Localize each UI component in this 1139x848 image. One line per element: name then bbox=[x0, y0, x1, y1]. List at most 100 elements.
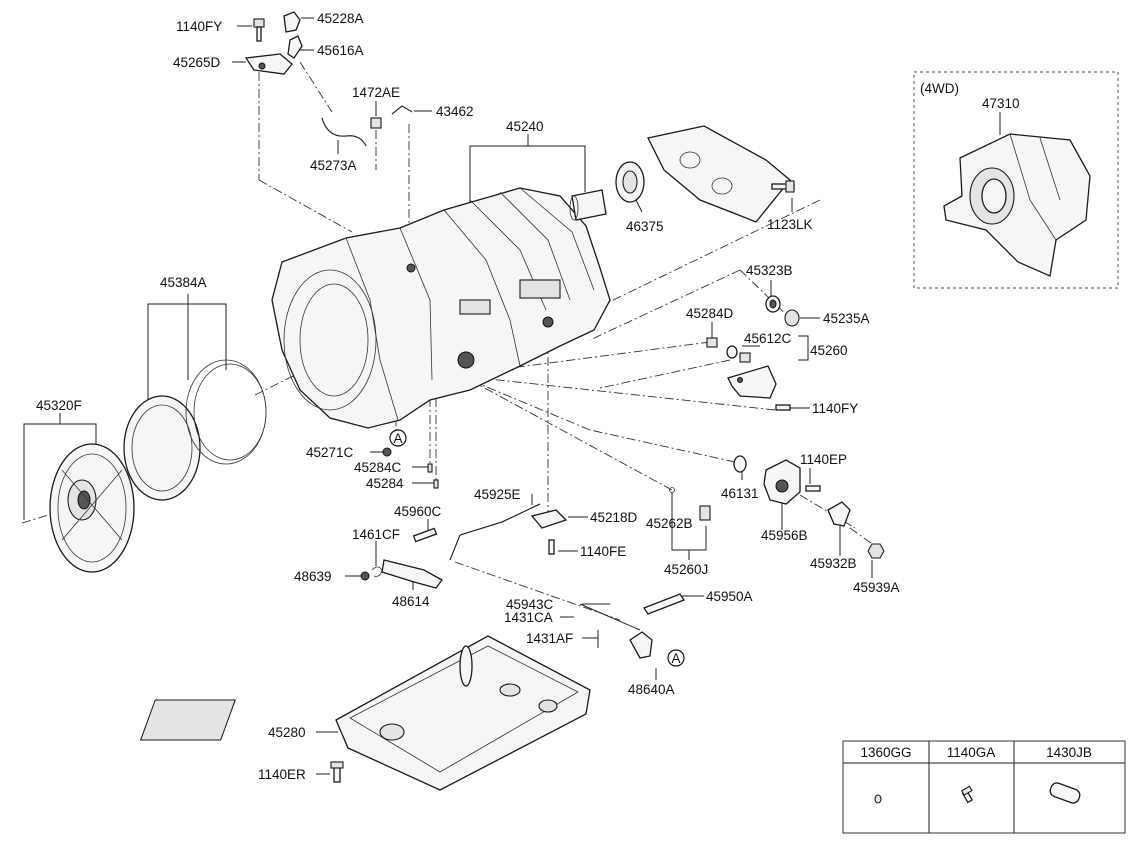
label-45284c: 45284C bbox=[354, 460, 402, 475]
plug-45260j-icon bbox=[699, 505, 711, 521]
plate-45950a-icon bbox=[643, 593, 685, 615]
label-45240: 45240 bbox=[506, 119, 544, 134]
label-46131: 46131 bbox=[721, 486, 759, 501]
label-45218d: 45218D bbox=[590, 510, 638, 525]
label-1431af: 1431AF bbox=[526, 631, 573, 646]
part-labels: 1140FY 45228A 45616A 45265D 1472AE 43462… bbox=[36, 11, 1020, 782]
table-header-1430jb: 1430JB bbox=[1046, 745, 1092, 760]
label-45384a: 45384A bbox=[160, 275, 207, 290]
awd-frame bbox=[913, 71, 1119, 289]
torque-converter-45320f-icon bbox=[49, 443, 135, 573]
washer-45323b-icon bbox=[765, 295, 781, 313]
label-45612c: 45612C bbox=[744, 331, 792, 346]
label-45939a: 45939A bbox=[853, 580, 900, 595]
label-45280: 45280 bbox=[268, 725, 306, 740]
sleeve-45240-icon bbox=[569, 189, 607, 221]
label-45265d: 45265D bbox=[173, 55, 221, 70]
bracket-45260-icon bbox=[727, 365, 777, 399]
callout-a-lower: A bbox=[667, 649, 685, 667]
label-43462: 43462 bbox=[436, 104, 474, 119]
label-45284d: 45284D bbox=[686, 306, 734, 321]
label-1123lk: 1123LK bbox=[767, 217, 813, 232]
label-1472ae: 1472AE bbox=[352, 85, 400, 100]
label-45323b: 45323B bbox=[746, 263, 793, 278]
label-47310: 47310 bbox=[982, 96, 1020, 111]
callout-a-upper: A bbox=[389, 429, 407, 447]
bolt-1140ep-icon bbox=[805, 485, 821, 492]
clip-1472ae-icon bbox=[370, 117, 382, 129]
parts-table: 1360GG 1140GA 1430JB bbox=[842, 740, 1126, 834]
plug-45284c-icon bbox=[427, 463, 433, 473]
label-45235a: 45235A bbox=[823, 311, 870, 326]
hose-45273a-icon bbox=[321, 117, 367, 147]
plug-45235a-icon bbox=[784, 309, 800, 327]
lever-45932b-icon bbox=[827, 501, 851, 527]
transfer-case-47310-icon bbox=[943, 133, 1091, 277]
seal-46375-icon bbox=[615, 161, 645, 203]
awd-title: (4WD) bbox=[920, 81, 959, 96]
svg-text:A: A bbox=[671, 651, 680, 666]
label-48614: 48614 bbox=[392, 594, 430, 609]
shaft-45943c-icon bbox=[579, 603, 641, 631]
pin-45262b-icon bbox=[669, 487, 675, 493]
svg-text:A: A bbox=[393, 431, 402, 446]
label-45273a: 45273A bbox=[310, 158, 357, 173]
transmission-case-45240-icon bbox=[271, 187, 611, 429]
clip-1461cf-icon bbox=[371, 566, 383, 577]
small-plug-icon bbox=[874, 794, 882, 804]
label-45925e: 45925E bbox=[474, 487, 521, 502]
label-1140fe: 1140FE bbox=[580, 544, 626, 559]
bolt-1140er-icon bbox=[330, 761, 344, 783]
label-45262b: 45262B bbox=[646, 516, 693, 531]
sensor-45228a-icon bbox=[283, 11, 301, 33]
label-1140fy-top: 1140FY bbox=[176, 19, 222, 34]
table-header-1360gg: 1360GG bbox=[860, 745, 911, 760]
pin-45960c-icon bbox=[412, 527, 438, 543]
label-45943c: 45943C bbox=[506, 597, 554, 612]
bolt-1140fy-icon bbox=[253, 18, 265, 42]
sensor-45956b-icon bbox=[763, 459, 801, 505]
label-45271c: 45271C bbox=[306, 445, 354, 460]
bracket-45265d-icon bbox=[244, 53, 293, 75]
oil-pump-ring-icon bbox=[123, 395, 201, 501]
label-1140er: 1140ER bbox=[258, 767, 306, 782]
label-45616a: 45616A bbox=[317, 43, 364, 58]
label-45260: 45260 bbox=[810, 343, 848, 358]
bracket-45616a-icon bbox=[287, 35, 303, 59]
label-48639: 48639 bbox=[294, 569, 332, 584]
plug-45284d-icon bbox=[706, 337, 718, 348]
label-1461cf: 1461CF bbox=[352, 527, 400, 542]
label-45260j: 45260J bbox=[664, 562, 708, 577]
detent-48640a-icon bbox=[629, 631, 653, 659]
pipe-43462-icon bbox=[391, 105, 413, 115]
bracket-45218d-icon bbox=[530, 509, 568, 529]
fitting-45612c-icon bbox=[726, 345, 751, 363]
seal-46131-icon bbox=[733, 455, 747, 473]
plug-45284-icon bbox=[433, 479, 439, 489]
label-45960c: 45960C bbox=[394, 504, 442, 519]
plug-45271c-icon bbox=[382, 447, 392, 457]
lever-48614-icon bbox=[381, 559, 443, 589]
label-45284: 45284 bbox=[366, 476, 404, 491]
label-45228a: 45228A bbox=[317, 11, 364, 26]
table-header-1140ga: 1140GA bbox=[947, 745, 996, 760]
oil-pan-45280-icon bbox=[139, 635, 591, 791]
label-1140ep: 1140EP bbox=[800, 452, 847, 467]
small-bolt-icon bbox=[960, 785, 973, 804]
bolt-1140fy-mid-icon bbox=[775, 404, 791, 411]
bolt-1140fe-icon bbox=[548, 539, 555, 555]
label-45956b: 45956B bbox=[761, 528, 808, 543]
label-45320f: 45320F bbox=[36, 398, 82, 413]
label-45950a: 45950A bbox=[706, 589, 753, 604]
dowel-pin-icon bbox=[1049, 782, 1081, 804]
label-46375: 46375 bbox=[626, 219, 664, 234]
nut-45939a-icon bbox=[867, 543, 885, 559]
label-48640a: 48640A bbox=[628, 682, 675, 697]
o-ring-45384a-icon bbox=[185, 359, 267, 465]
label-1431ca: 1431CA bbox=[504, 610, 553, 625]
bolt-1123lk-icon bbox=[771, 180, 795, 193]
nut-48639-icon bbox=[360, 571, 370, 581]
mount-bracket-icon bbox=[647, 125, 791, 223]
label-45932b: 45932B bbox=[810, 556, 857, 571]
